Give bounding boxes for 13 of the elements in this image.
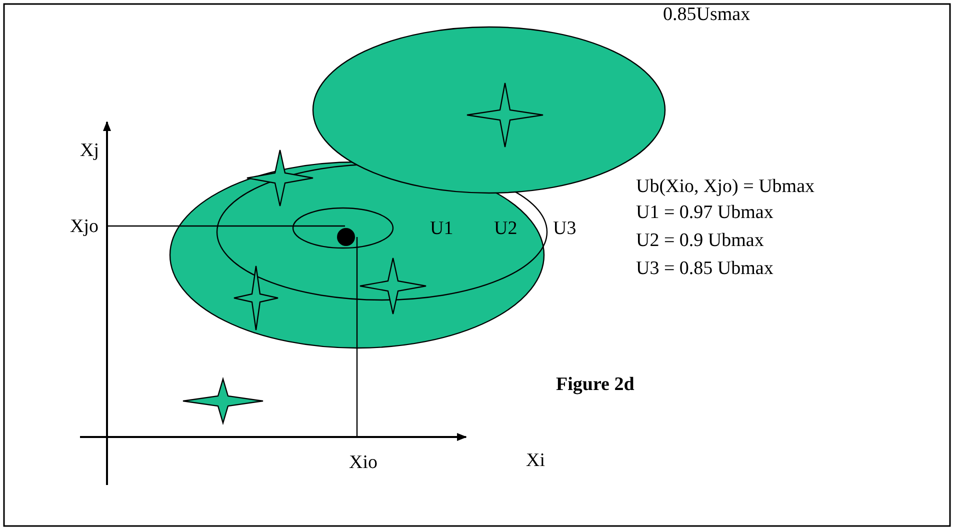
legend-note: U2 = 0.9 Ubmax <box>636 230 764 252</box>
figure-caption: Figure 2d <box>556 374 634 396</box>
axis-label: Xj <box>80 140 99 162</box>
axis-label: Xi <box>526 450 545 472</box>
region-label: 0.85Usmax <box>663 4 750 26</box>
legend-note: U3 = 0.85 Ubmax <box>636 258 774 280</box>
axis-value-label: Xjo <box>70 216 98 238</box>
axis-value-label: Xio <box>349 452 378 474</box>
legend-note: U1 = 0.97 Ubmax <box>636 202 774 224</box>
contour-label: U2 <box>494 218 518 240</box>
legend-note: Ub(Xio, Xjo) = Ubmax <box>636 176 815 198</box>
contour-label: U1 <box>430 218 454 240</box>
contour-label: U3 <box>553 218 576 240</box>
